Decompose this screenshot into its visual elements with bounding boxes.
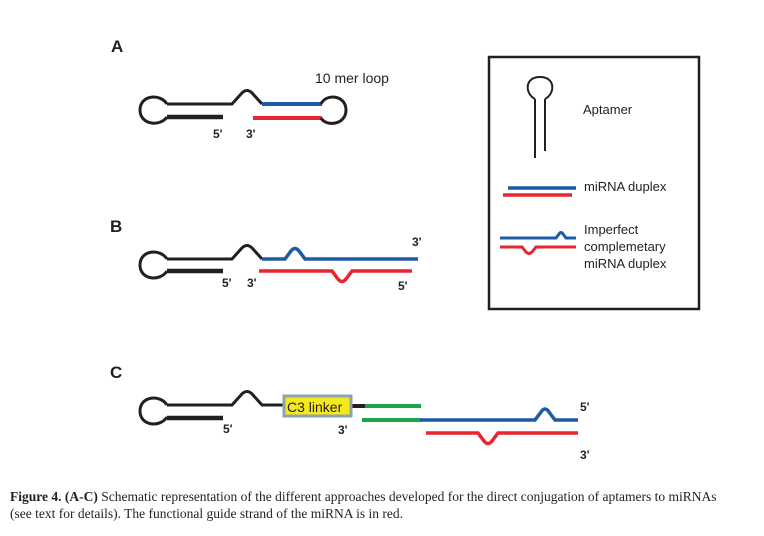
legend-imperfect-guide-icon <box>500 245 576 255</box>
panel-b-three-prime-passenger: 3' <box>412 235 422 249</box>
legend-border <box>487 55 701 311</box>
panel-c-label: C <box>110 363 122 382</box>
panel-a-10mer-loop <box>319 95 348 125</box>
panel-b-five-prime-guide: 5' <box>398 279 408 293</box>
aptamer-loop <box>138 396 169 426</box>
aptamer-loop <box>138 95 169 125</box>
aptamer-icon-loop <box>526 75 554 100</box>
caption-figure-number: Figure 4. (A-C) <box>10 489 98 504</box>
panel-a-aptamer <box>138 89 264 125</box>
panel-c-guide-strand <box>426 431 578 446</box>
aptamer-top-strand <box>167 89 264 106</box>
legend-imperfect-label-1: Imperfect <box>584 222 639 237</box>
legend-duplex-label: miRNA duplex <box>584 179 667 194</box>
c3-linker-label: C3 linker <box>287 399 343 415</box>
caption-line-2: (see text for details). The functional g… <box>10 506 404 521</box>
panel-c-three-prime-linker: 3' <box>338 423 348 437</box>
panel-b-five-prime-aptamer: 5' <box>222 276 232 290</box>
panel-a-label: A <box>111 37 123 56</box>
aptamer-top-strand <box>167 244 264 261</box>
panel-c-aptamer <box>138 390 365 426</box>
legend-aptamer-icon <box>526 75 554 158</box>
panel-b-guide-strand <box>259 269 412 284</box>
panel-c-five-prime-aptamer: 5' <box>223 422 233 436</box>
panel-c-passenger-strand <box>420 407 578 422</box>
legend-box: Aptamer miRNA duplex Imperfect complemet… <box>487 55 701 311</box>
c3-linker-rect <box>282 394 353 418</box>
panel-a-five-prime: 5' <box>213 127 223 141</box>
panel-b-label: B <box>110 217 122 236</box>
legend-imperfect-label-2: complemetary <box>584 239 666 254</box>
legend-imperfect-label-3: miRNA duplex <box>584 256 667 271</box>
aptamer-top-strand <box>167 390 285 407</box>
legend-aptamer-label: Aptamer <box>583 102 633 117</box>
figure-caption: Figure 4. (A-C) Schematic representation… <box>10 488 764 522</box>
panel-b-three-prime-guide: 3' <box>247 276 257 290</box>
panel-b-aptamer <box>138 244 264 280</box>
panel-c-five-prime-passenger: 5' <box>580 400 590 414</box>
panel-a-three-prime: 3' <box>246 127 256 141</box>
caption-text-1: Schematic representation of the differen… <box>97 489 717 504</box>
panel-c-three-prime-guide: 3' <box>580 448 590 462</box>
caption-line-1: Figure 4. (A-C) Schematic representation… <box>10 488 764 505</box>
panel-b-passenger-strand <box>262 246 418 261</box>
legend-imperfect-passenger-icon <box>500 231 576 240</box>
c3-linker-box: C3 linker <box>282 394 353 418</box>
aptamer-loop <box>138 250 169 280</box>
panel-a-loop-note: 10 mer loop <box>315 70 389 86</box>
